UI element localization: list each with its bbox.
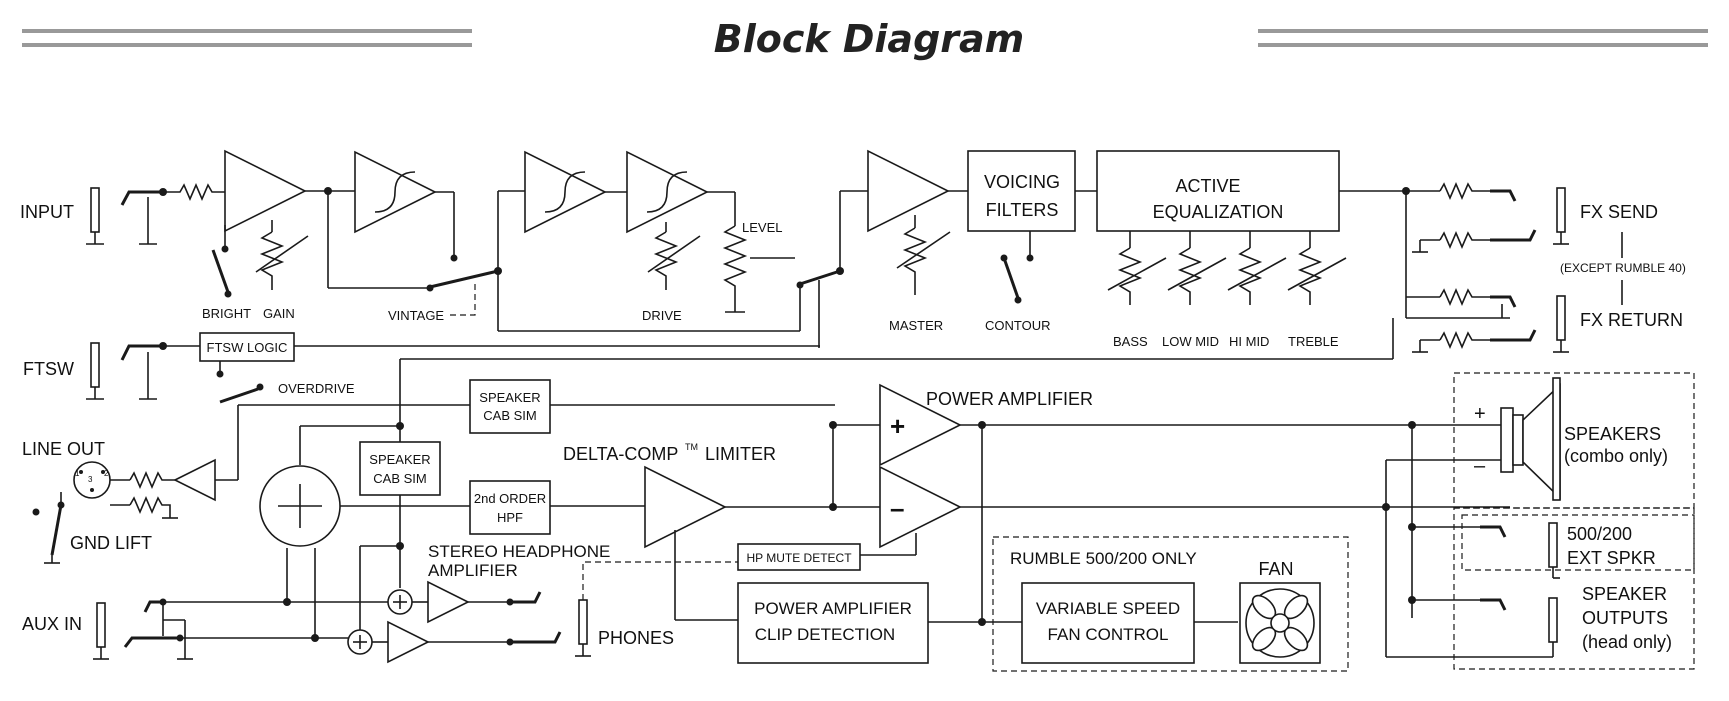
- master-label: MASTER: [889, 318, 943, 333]
- svg-text:LIMITER: LIMITER: [705, 444, 776, 464]
- ftsw-label: FTSW: [23, 359, 74, 379]
- drive-section: DRIVE LEVEL: [497, 150, 844, 348]
- speaker-out-jack: [1548, 597, 1558, 643]
- svg-text:AMPLIFIER: AMPLIFIER: [428, 561, 518, 580]
- svg-text:EXT SPKR: EXT SPKR: [1567, 548, 1656, 568]
- fx-send-jack: [1556, 187, 1566, 233]
- hpf-box: 2nd ORDER HPF: [469, 480, 645, 535]
- svg-text:POWER AMPLIFIER: POWER AMPLIFIER: [754, 599, 912, 618]
- line-out-label: LINE OUT: [22, 439, 105, 459]
- svg-text:VARIABLE SPEED: VARIABLE SPEED: [1036, 599, 1180, 618]
- svg-text:FILTERS: FILTERS: [986, 200, 1059, 220]
- svg-text:HP MUTE DETECT: HP MUTE DETECT: [746, 551, 852, 565]
- vintage-section: VINTAGE: [327, 150, 502, 323]
- svg-text:RUMBLE 500/200 ONLY: RUMBLE 500/200 ONLY: [1010, 549, 1197, 568]
- ext-spkr-jack: [1548, 522, 1558, 568]
- ftsw-jack: [90, 342, 100, 388]
- vintage-label: VINTAGE: [388, 308, 444, 323]
- speakers-section: + – SPEAKERS (combo only) 500/200 EXT SP…: [1382, 372, 1695, 670]
- svg-text:SPEAKER: SPEAKER: [369, 452, 430, 467]
- master-amp: [867, 149, 950, 233]
- summing-mixer: [259, 422, 470, 640]
- svg-text:ACTIVE: ACTIVE: [1175, 176, 1240, 196]
- input-label: INPUT: [20, 202, 74, 222]
- header: Block Diagram: [22, 17, 1708, 61]
- svg-text:–: –: [1474, 455, 1486, 477]
- ftsw-logic-box: [199, 332, 295, 362]
- svg-text:EQUALIZATION: EQUALIZATION: [1153, 202, 1284, 222]
- phones-label: PHONES: [598, 628, 674, 648]
- bright-label: BRIGHT: [202, 306, 251, 321]
- svg-text:500/200: 500/200: [1567, 524, 1632, 544]
- svg-text:STEREO HEADPHONE: STEREO HEADPHONE: [428, 542, 610, 561]
- aux-in-jack: [96, 602, 106, 648]
- svg-text:CAB SIM: CAB SIM: [483, 408, 536, 423]
- speaker-cab-sim-2: SPEAKER CAB SIM: [359, 441, 441, 630]
- level-label: LEVEL: [742, 220, 782, 235]
- power-amplifier: POWER AMPLIFIER + –: [879, 383, 1510, 622]
- line-out-section: LINE OUT 1 2 3 GND LIFT: [22, 404, 470, 564]
- svg-text:SPEAKERS: SPEAKERS: [1564, 424, 1661, 444]
- svg-text:(combo only): (combo only): [1564, 446, 1668, 466]
- svg-text:1: 1: [75, 469, 80, 478]
- svg-text:HPF: HPF: [497, 510, 523, 525]
- rumble-fan-section: RUMBLE 500/200 ONLY VARIABLE SPEED FAN C…: [992, 536, 1349, 672]
- fx-send-label: FX SEND: [1580, 202, 1658, 222]
- svg-text:2: 2: [104, 469, 109, 478]
- input-section: INPUT BRIGHT GAIN: [20, 149, 332, 321]
- except-label: (EXCEPT RUMBLE 40): [1560, 261, 1686, 275]
- hp-mute-box: [737, 543, 861, 571]
- svg-text:VOICING: VOICING: [984, 172, 1060, 192]
- fx-return-jack: [1556, 295, 1566, 341]
- fx-loop: FX SEND (EXCEPT RUMBLE 40) FX RETURN: [399, 181, 1686, 442]
- svg-text:CLIP DETECTION: CLIP DETECTION: [755, 625, 895, 644]
- aux-in-label: AUX IN: [22, 614, 82, 634]
- clip-detection: POWER AMPLIFIER CLIP DETECTION: [737, 582, 1022, 664]
- svg-text:FAN: FAN: [1258, 559, 1293, 579]
- svg-text:DELTA-COMP: DELTA-COMP: [563, 444, 678, 464]
- voicing-filters: VOICING FILTERS CONTOUR: [967, 150, 1097, 333]
- master-section: MASTER: [839, 149, 968, 333]
- delta-comp-limiter: DELTA-COMP TM LIMITER: [563, 421, 880, 621]
- svg-text:2nd ORDER: 2nd ORDER: [474, 491, 546, 506]
- svg-text:3: 3: [88, 475, 93, 484]
- page-title: Block Diagram: [714, 17, 1025, 61]
- svg-text:+: +: [890, 411, 905, 441]
- contour-label: CONTOUR: [985, 318, 1050, 333]
- svg-text:TM: TM: [685, 442, 698, 452]
- bass-label: BASS: [1113, 334, 1148, 349]
- svg-text:FAN CONTROL: FAN CONTROL: [1048, 625, 1169, 644]
- hi-mid-label: HI MID: [1229, 334, 1269, 349]
- ftsw-section: FTSW FTSW LOGIC OVERDRIVE: [23, 332, 820, 404]
- svg-text:+: +: [1474, 403, 1486, 425]
- gnd-lift-label: GND LIFT: [70, 533, 152, 553]
- fx-return-label: FX RETURN: [1580, 310, 1683, 330]
- speaker-cab-sim-1: SPEAKER CAB SIM: [469, 379, 835, 434]
- svg-text:FTSW LOGIC: FTSW LOGIC: [207, 340, 288, 355]
- svg-text:SPEAKER: SPEAKER: [1582, 584, 1667, 604]
- svg-text:POWER AMPLIFIER: POWER AMPLIFIER: [926, 389, 1093, 409]
- active-eq: ACTIVE EQUALIZATION BASS LOW MID HI MID …: [1096, 150, 1347, 349]
- overdrive-label: OVERDRIVE: [278, 381, 355, 396]
- gain-label: GAIN: [263, 306, 295, 321]
- svg-text:(head only): (head only): [1582, 632, 1672, 652]
- svg-text:SPEAKER: SPEAKER: [479, 390, 540, 405]
- stereo-headphone-amp: STEREO HEADPHONE AMPLIFIER PHONES HP MUT…: [347, 542, 916, 664]
- svg-text:OUTPUTS: OUTPUTS: [1582, 608, 1668, 628]
- low-mid-label: LOW MID: [1162, 334, 1219, 349]
- preamp-triangle: [224, 149, 307, 233]
- input-jack: [90, 187, 100, 233]
- svg-text:CAB SIM: CAB SIM: [373, 471, 426, 486]
- phones-jack: [578, 599, 588, 645]
- aux-in-section: AUX IN: [22, 598, 388, 660]
- svg-text:–: –: [890, 493, 904, 523]
- treble-label: TREBLE: [1288, 334, 1339, 349]
- fan-control-box: [1021, 582, 1195, 664]
- drive-label: DRIVE: [642, 308, 682, 323]
